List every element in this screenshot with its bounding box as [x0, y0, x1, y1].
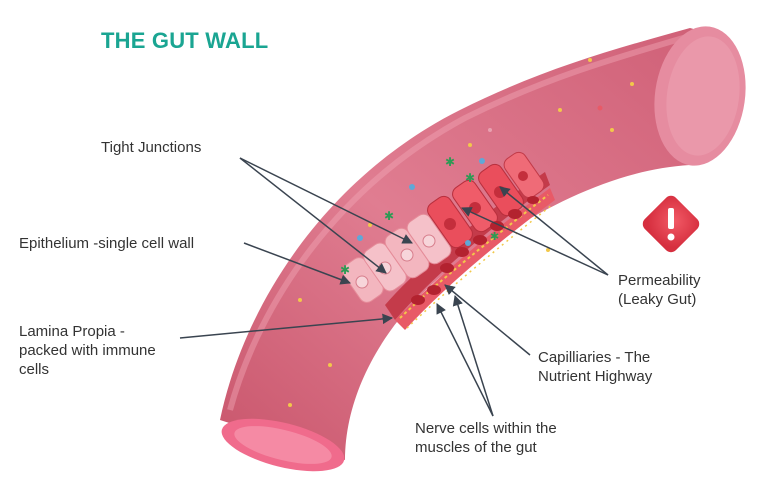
epithelial-cells-healthy [342, 213, 452, 303]
gut-particles: ✱ ✱ ✱ ✱ ✱ [288, 58, 634, 407]
label-capillaries: Capilliaries - The Nutrient Highway [538, 349, 653, 385]
leader-perm-2 [499, 186, 609, 276]
svg-text:✱: ✱ [445, 155, 455, 169]
label-epithelium: Epithelium -single cell wall [19, 235, 195, 252]
svg-text:✱: ✱ [384, 209, 394, 223]
label-nerve-cells: Nerve cells within the muscles of the gu… [415, 420, 557, 456]
label-permeability: Permeability (Leaky Gut) [618, 272, 701, 308]
warning-icon [642, 195, 700, 253]
label-lamina-propia: Lamina Propia - packed with immune cells [19, 323, 156, 378]
leader-lamina [179, 313, 394, 339]
leader-lines [179, 157, 609, 417]
diagram-title: THE GUT WALL [101, 28, 269, 53]
leader-perm-1 [461, 207, 609, 276]
svg-text:✱: ✱ [465, 171, 475, 185]
leader-tight-2 [239, 157, 413, 244]
label-tight-junctions: Tight Junctions [101, 139, 202, 156]
svg-text:✱: ✱ [490, 230, 499, 243]
leader-nerve-2 [452, 294, 494, 417]
gut-cross-section: ✱ ✱ ✱ ✱ ✱ [288, 58, 634, 407]
leader-epithelium [243, 242, 351, 285]
leader-nerve-1 [436, 303, 494, 417]
svg-text:✱: ✱ [340, 263, 350, 277]
gut-tube [220, 26, 746, 472]
capillary-blood-cells [411, 196, 539, 305]
leader-tight-1 [239, 157, 387, 274]
